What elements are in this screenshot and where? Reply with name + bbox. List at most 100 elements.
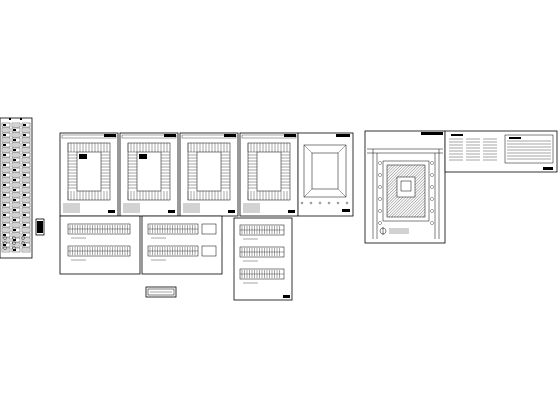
roof-ridge: [303, 144, 313, 154]
legend-symbol: [21, 192, 31, 198]
legend-fill: [3, 204, 6, 206]
legend-circle: [12, 241, 16, 245]
legend-symbol: [1, 197, 11, 203]
tree-icon: [378, 209, 382, 213]
legend-fill: [23, 234, 26, 236]
legend-symbol: [21, 242, 31, 248]
courtyard: [396, 176, 416, 198]
drain-icon: [345, 201, 349, 205]
legend-symbol: [1, 192, 11, 198]
floor-plan-2[interactable]: [119, 132, 179, 217]
drawing-number: [168, 210, 175, 213]
legend-fill: [23, 164, 26, 166]
drawing-number: [342, 209, 350, 212]
notes-heading: [451, 134, 463, 136]
roof-ridge: [337, 188, 347, 198]
sheet-title-bar: [336, 134, 350, 137]
legend-fill: [3, 164, 6, 166]
legend-symbol: [21, 197, 31, 203]
legend-symbol: [11, 197, 21, 203]
legend-symbol: [11, 217, 21, 223]
legend-symbol: [21, 247, 31, 253]
legend-fill: [13, 189, 16, 191]
legend-symbol: [1, 127, 11, 133]
legend-fill: [23, 244, 26, 246]
legend-fill: [3, 194, 6, 196]
legend-symbol: [11, 167, 21, 173]
roof-plan[interactable]: [297, 132, 354, 217]
legend-fill: [3, 224, 6, 226]
legend-symbol: [1, 162, 11, 168]
legend-fill: [13, 159, 16, 161]
legend-symbol: [1, 152, 11, 158]
legend-symbol: [1, 122, 11, 128]
elevation-3[interactable]: [233, 217, 293, 301]
legend-symbol: [21, 217, 31, 223]
legend-symbol: [11, 227, 21, 233]
title-block[interactable]: [145, 286, 177, 298]
legend-symbol: [21, 182, 31, 188]
drain-icon: [300, 201, 304, 205]
legend-symbol: [21, 132, 31, 138]
legend-fill: [3, 174, 6, 176]
floor-plan-4[interactable]: [239, 132, 299, 217]
floor-plan-3[interactable]: [179, 132, 239, 217]
legend-fill: [23, 144, 26, 146]
legend-symbol: [11, 237, 21, 243]
legend-symbol: [21, 142, 31, 148]
legend-fill: [13, 199, 16, 201]
tree-icon: [430, 209, 434, 213]
legend-symbol: [1, 147, 11, 153]
legend-circle: [3, 246, 7, 250]
floor-plan-1[interactable]: [59, 132, 119, 217]
legend-fill: [13, 129, 16, 131]
legend-fill: [23, 194, 26, 196]
legend-symbol: [11, 157, 21, 163]
legend-symbol: [1, 132, 11, 138]
spec-table: [504, 134, 554, 164]
legend-symbol: [11, 192, 21, 198]
stair-block: [79, 154, 87, 159]
legend-symbol: [11, 187, 21, 193]
legend-fill: [3, 144, 6, 146]
tree-icon: [430, 173, 434, 177]
legend-symbol: [1, 137, 11, 143]
legend-symbol: [21, 162, 31, 168]
legend-symbol: [1, 167, 11, 173]
legend-symbol: [11, 232, 21, 238]
roof-outline: [303, 144, 347, 198]
legend-fill: [3, 154, 6, 156]
legend-circle: [12, 246, 16, 250]
legend-symbol: [21, 167, 31, 173]
sheet-title-bar: [224, 134, 236, 137]
roof-ridge: [337, 144, 347, 154]
legend-symbol: [11, 207, 21, 213]
drain-icon: [309, 201, 313, 205]
drain-icon: [336, 201, 340, 205]
legend-fill: [23, 184, 26, 186]
tree-icon: [378, 173, 382, 177]
legend-fill: [3, 244, 6, 246]
drawing-number: [543, 167, 553, 170]
legend-fill: [13, 229, 16, 231]
notes-sheet[interactable]: [444, 130, 558, 173]
legend-strip[interactable]: [0, 117, 33, 259]
site-plan[interactable]: [364, 130, 446, 244]
legend-symbol: [11, 177, 21, 183]
legend-fill: [3, 214, 6, 216]
legend-circle: [3, 236, 7, 240]
legend-symbol: [21, 157, 31, 163]
elevation-2[interactable]: [141, 215, 223, 275]
stair-block: [139, 154, 147, 159]
legend-symbol: [21, 237, 31, 243]
legend-fill: [23, 124, 26, 126]
legend-symbol: [11, 162, 21, 168]
legend-symbol: [21, 127, 31, 133]
small-detail[interactable]: [35, 218, 45, 236]
legend-fill: [13, 139, 16, 141]
elevation-1[interactable]: [59, 215, 141, 275]
legend-symbol: [11, 202, 21, 208]
drawing-number: [108, 210, 115, 213]
legend-symbol: [21, 172, 31, 178]
